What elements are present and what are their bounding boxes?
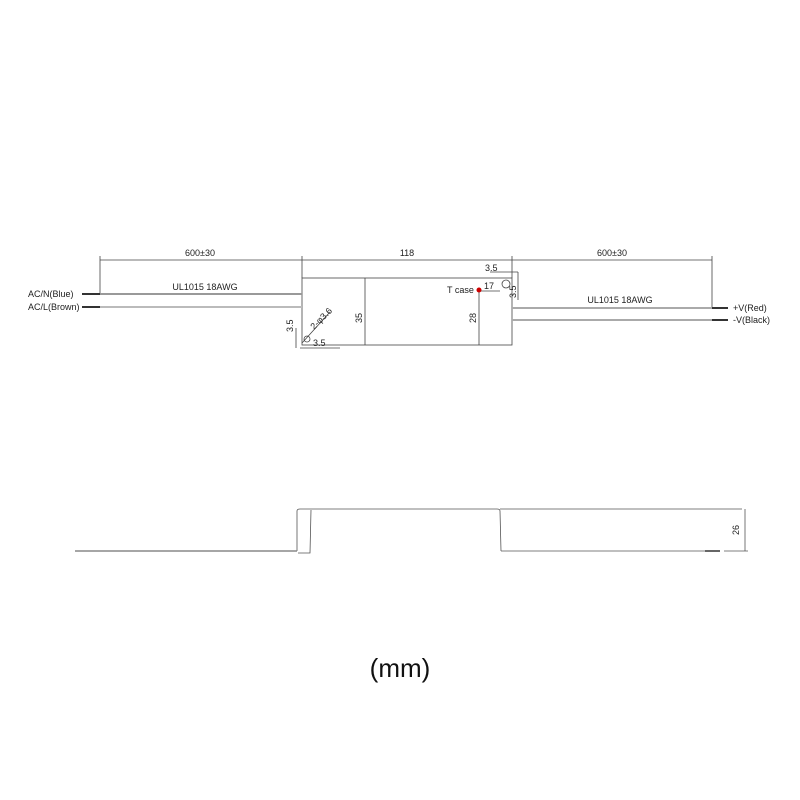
label-ac-n: AC/N(Blue) bbox=[28, 289, 74, 299]
tcase-dot bbox=[476, 287, 482, 293]
wire-spec-right: UL1015 18AWG bbox=[587, 295, 652, 305]
top-view-lines bbox=[99, 256, 713, 349]
dim-hole-v: 3.5 bbox=[285, 319, 295, 332]
dim-right-wire: 600±30 bbox=[597, 248, 627, 258]
label-v-pos: +V(Red) bbox=[733, 303, 767, 313]
dim-body-length: 118 bbox=[400, 248, 414, 258]
tcase-label: T case bbox=[447, 285, 474, 295]
dim-tcase-x: 17 bbox=[484, 281, 494, 291]
mounting-hole bbox=[303, 335, 311, 343]
side-view bbox=[296, 508, 748, 554]
label-ac-l: AC/L(Brown) bbox=[28, 302, 80, 312]
wire-spec-left: UL1015 18AWG bbox=[172, 282, 237, 292]
dim-tcase-y: 28 bbox=[468, 313, 478, 323]
wires bbox=[82, 293, 728, 321]
dim-hole-h: 3.5 bbox=[313, 338, 326, 348]
dim-hole: 2-φ3.6 bbox=[308, 306, 334, 332]
label-v-neg: -V(Black) bbox=[733, 315, 770, 325]
dim-height: 35 bbox=[354, 313, 364, 323]
mounting-hole bbox=[501, 279, 511, 289]
dim-thickness: 26 bbox=[731, 525, 741, 535]
dim-left-wire: 600±30 bbox=[185, 248, 215, 258]
dim-hole2-v: 3.5 bbox=[508, 285, 518, 298]
psu-body-top bbox=[301, 277, 513, 346]
dim-hole2-h: 3.5 bbox=[485, 263, 498, 273]
units-label: (mm) bbox=[370, 653, 431, 683]
